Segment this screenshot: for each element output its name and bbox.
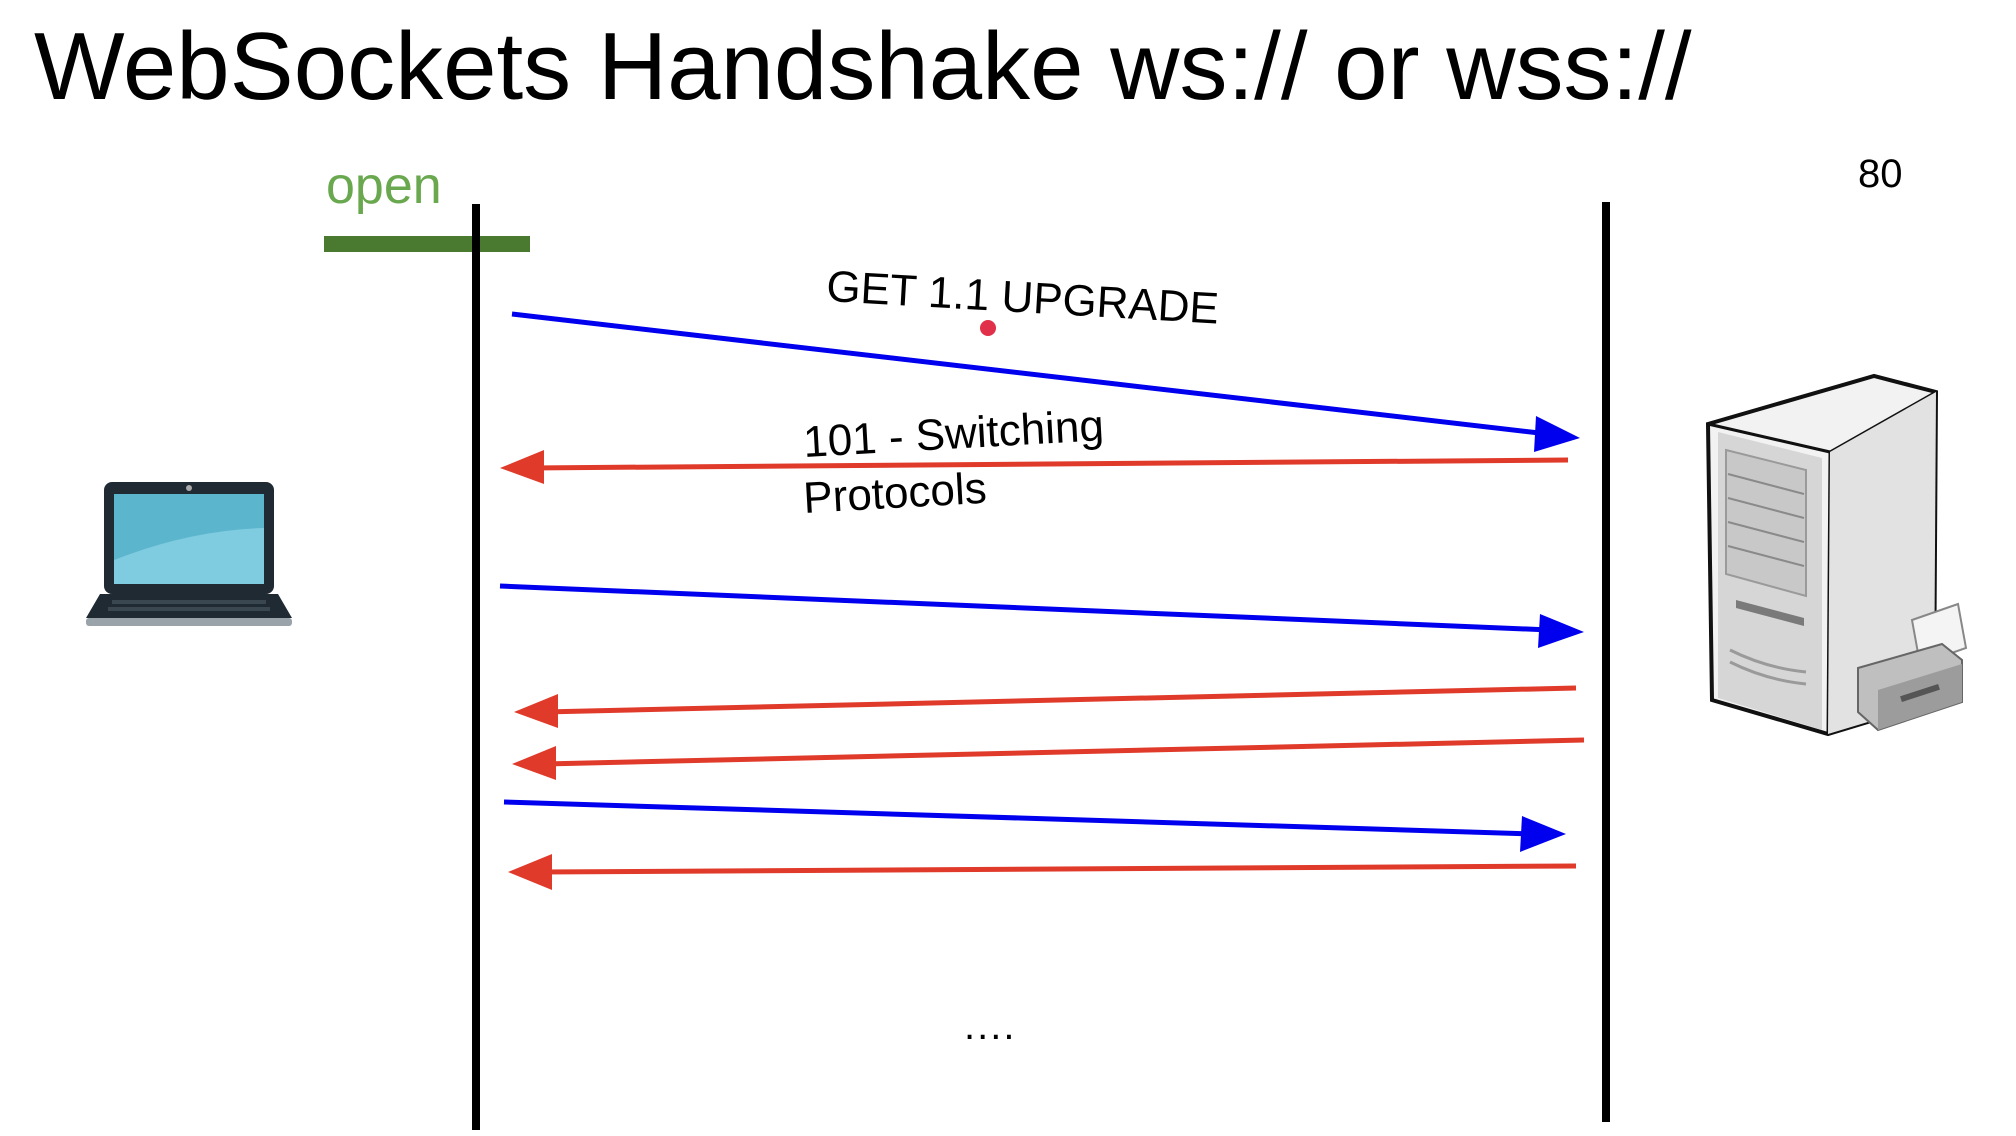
- open-bar: [324, 236, 530, 252]
- switching-protocols-label-line-2: Protocols: [802, 463, 988, 523]
- laptop-icon: [86, 482, 292, 626]
- arrow-server-message-1: [514, 685, 1577, 728]
- arrow-client-message-1: [499, 583, 1584, 648]
- printer-icon: [1857, 602, 1968, 732]
- arrow-client-message-2: [503, 799, 1566, 852]
- arrow-server-message-2: [512, 737, 1585, 780]
- arrow-upgrade-request: [511, 311, 1580, 452]
- arrow-server-message-3: [508, 854, 1577, 890]
- open-label: open: [326, 157, 442, 215]
- slide-title: WebSockets Handshake ws:// or wss://: [34, 13, 1692, 120]
- port-label: 80: [1858, 152, 1903, 196]
- arrow-switching-protocols: [500, 450, 1569, 484]
- continuation-ellipsis: ....: [964, 1004, 1017, 1048]
- pointer-dot: [980, 320, 996, 336]
- server-icon: [1705, 373, 1939, 737]
